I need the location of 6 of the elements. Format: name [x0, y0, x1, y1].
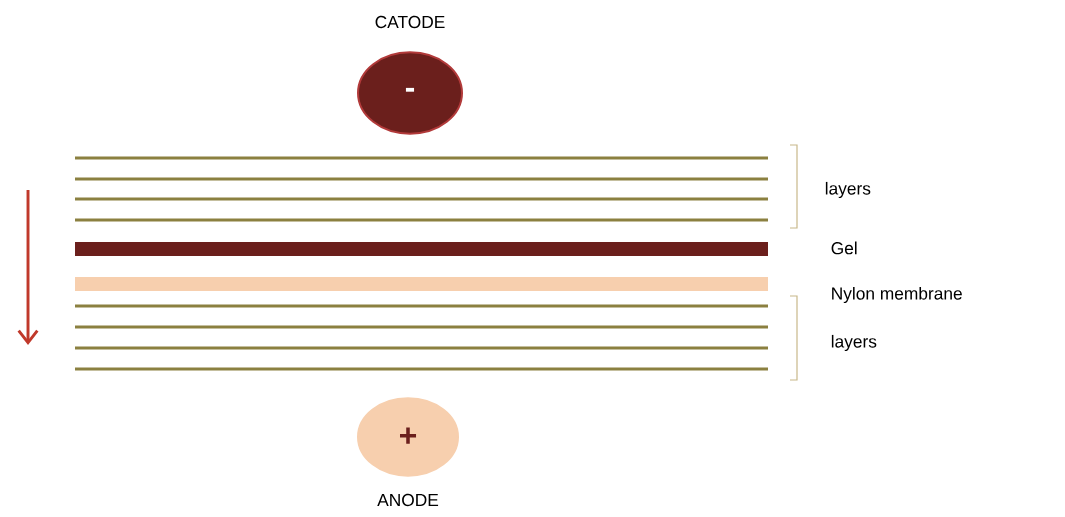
layer-label: layers	[831, 334, 877, 352]
layer-label: Gel	[831, 241, 857, 255]
layer-label: Nylon membrane	[832, 286, 962, 304]
layer-label: layers	[825, 181, 871, 199]
electrode-label: ANODE	[377, 493, 439, 507]
electrode-label: CATODE	[375, 15, 445, 29]
